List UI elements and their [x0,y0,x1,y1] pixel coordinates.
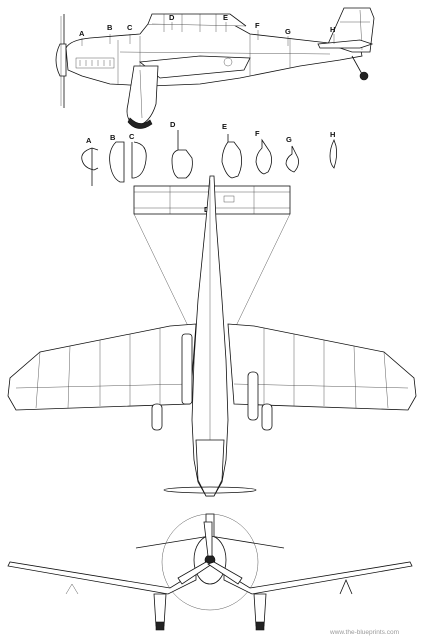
section-a-shape [81,147,99,186]
station-label-b: B [107,23,113,32]
station-label-d: D [169,13,175,22]
section-label-h: H [330,130,335,139]
canopy-side [147,13,247,32]
wing-marker-front-left [65,583,79,595]
fuselage-side [65,23,363,87]
side-view: A B C D E F G H [55,7,375,129]
fuselage-marking [223,57,233,67]
stabiliser-side [317,39,374,49]
station-markers [81,22,335,46]
section-b-shape [109,141,125,183]
underwing-stores [151,333,273,431]
station-label-a: A [79,29,85,38]
section-label-e: E [222,122,227,131]
station-label-c: C [127,23,133,32]
front-view [7,513,413,631]
section-label-c: C [129,132,135,141]
landing-gear-side [126,65,159,129]
propeller-side [55,14,67,108]
propeller-disc-front [161,513,259,611]
spinner-top [163,486,257,494]
section-label-a: A [86,136,92,145]
section-label-f: F [255,129,260,138]
wing-left-front [7,561,197,595]
section-d-shape [171,130,193,179]
section-label-b: B [110,133,116,142]
watermark: www.the-blueprints.com [329,629,399,636]
section-e-shape [221,134,242,179]
station-label-f: F [255,21,260,30]
section-c-shape [131,141,147,179]
section-g-shape [285,145,299,173]
station-label-e: E [223,13,228,22]
wing-left-top [7,323,197,411]
station-label-h: H [330,25,335,34]
tail-wheel-side [351,55,369,81]
propeller-blades-front [177,521,243,585]
engine-cowling-side [75,40,119,84]
wing-marker-front [339,578,353,595]
engine-nose-top [195,439,225,497]
wing-right-front [223,561,413,595]
station-label-g: G [285,27,291,36]
section-label-g: G [286,135,292,144]
section-label-d: D [170,120,176,129]
tailplane-guidelines [133,213,291,327]
cross-sections: A B C D E F G H [81,120,338,186]
landing-gear-front [153,593,267,631]
section-f-shape [255,138,272,175]
top-view: D [7,175,417,497]
section-h-shape [329,138,338,169]
wing-ribs [15,328,409,409]
